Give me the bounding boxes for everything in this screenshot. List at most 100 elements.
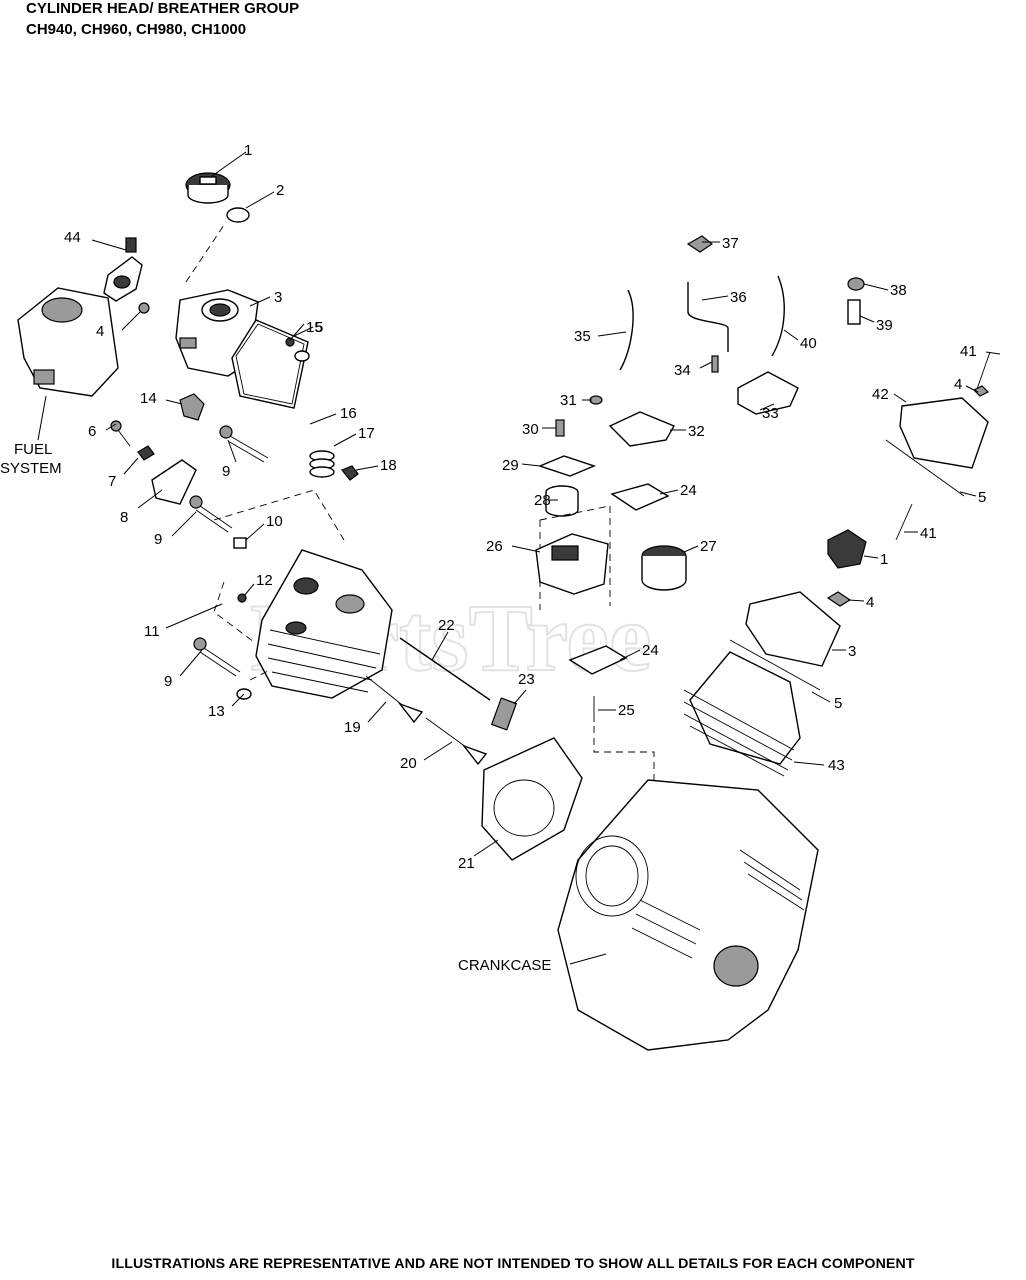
- screw-30-part: [555, 419, 565, 437]
- callout-28: 28: [534, 492, 551, 509]
- cylinder-head-right-part: [683, 651, 801, 777]
- breather-part: [179, 393, 205, 421]
- intake-valve-part: [365, 675, 424, 724]
- callout-12: 12: [256, 572, 273, 589]
- disclaimer-footer: ILLUSTRATIONS ARE REPRESENTATIVE AND ARE…: [111, 1256, 915, 1272]
- callout-3b: 3: [848, 643, 856, 660]
- nut-4-part: [972, 385, 990, 397]
- clamp-part: [686, 235, 714, 253]
- cylinder-head-part: [255, 549, 393, 699]
- callout-41b: 41: [920, 525, 937, 542]
- oil-fill-cap-part: [185, 172, 231, 204]
- dowel-part: [233, 537, 247, 549]
- screw-34-part: [711, 355, 719, 373]
- callout-22: 22: [438, 617, 455, 634]
- callout-7: 7: [108, 473, 116, 490]
- leader-lines: [37, 151, 1001, 965]
- callout-17: 17: [358, 425, 375, 442]
- callout-5: 5: [315, 319, 323, 336]
- fill-cap-right-part: [827, 529, 867, 569]
- breather-hose-part: [619, 289, 634, 371]
- callout-21: 21: [458, 855, 475, 872]
- gasket-strip-part: [885, 439, 965, 497]
- bolt-41-part: [895, 351, 991, 541]
- callout-4a: 4: [954, 376, 962, 393]
- callout-44: 44: [64, 229, 81, 246]
- breather-plate-part: [608, 411, 676, 447]
- crankcase-label: CRANKCASE: [458, 957, 551, 974]
- diagram-title: CYLINDER HEAD/ BREATHER GROUP: [26, 0, 300, 17]
- exploded-parts-diagram: PartsTree: [0, 142, 1001, 1051]
- exhaust-valve-part: [425, 717, 488, 766]
- fuel-system-label: FUEL: [14, 441, 52, 458]
- callout-14: 14: [140, 390, 157, 407]
- oil-filter-part: [641, 545, 687, 591]
- retainer-part: [341, 465, 359, 481]
- callout-20: 20: [400, 755, 417, 772]
- callout-25: 25: [618, 702, 635, 719]
- bolt-part: [110, 420, 131, 447]
- callout-34: 34: [674, 362, 691, 379]
- vent-hose-part: [771, 275, 785, 357]
- callout-3: 3: [274, 289, 282, 306]
- callout-5b: 5: [834, 695, 842, 712]
- callout-27: 27: [700, 538, 717, 555]
- push-rod-part: [399, 637, 491, 701]
- callout-13: 13: [208, 703, 225, 720]
- breather-tube-part: [687, 282, 729, 352]
- callout-9c: 9: [164, 673, 172, 690]
- valve-cover-lower-part: [745, 591, 841, 667]
- callout-1: 1: [244, 142, 252, 159]
- callout-33: 33: [762, 405, 779, 422]
- callout-24a: 24: [680, 482, 697, 499]
- valve-cover-right-part: [899, 397, 989, 469]
- bracket-part: [137, 445, 155, 461]
- callout-4: 4: [96, 323, 104, 340]
- filter-element-part: [545, 485, 579, 517]
- screw-part: [285, 337, 295, 347]
- model-list: CH940, CH960, CH980, CH1000: [26, 21, 247, 38]
- nut-part: [138, 302, 150, 314]
- breather-housing-part: [535, 533, 609, 595]
- callout-39: 39: [876, 317, 893, 334]
- crankcase-part: [557, 779, 819, 1051]
- callout-18: 18: [380, 457, 397, 474]
- callout-6: 6: [88, 423, 96, 440]
- callout-38: 38: [890, 282, 907, 299]
- callout-30: 30: [522, 421, 539, 438]
- nut-4b-part: [826, 591, 852, 607]
- callout-9b: 9: [154, 531, 162, 548]
- callout-19: 19: [344, 719, 361, 736]
- fill-adapter-part: [103, 237, 143, 302]
- washer-part: [294, 350, 310, 362]
- callout-15: 15: [306, 319, 323, 336]
- callout-4b: 4: [866, 594, 874, 611]
- callout-31: 31: [560, 392, 577, 409]
- head-gasket-part: [481, 737, 583, 861]
- breather-gasket-part: [610, 483, 670, 511]
- reed-part: [538, 455, 596, 477]
- fitting-part: [847, 299, 861, 325]
- fuel-system-cover-part: [17, 287, 119, 397]
- callout-42: 42: [872, 386, 889, 403]
- gasket-strip-lower-part: [729, 639, 821, 691]
- fuel-system-label-2: SYSTEM: [0, 460, 62, 477]
- callout-37: 37: [722, 235, 739, 252]
- callout-1b: 1: [880, 551, 888, 568]
- callout-43: 43: [828, 757, 845, 774]
- hose-clamp-part: [847, 277, 865, 291]
- callout-9a: 9: [222, 463, 230, 480]
- callout-29: 29: [502, 457, 519, 474]
- callout-5a: 5: [978, 489, 986, 506]
- callout-10: 10: [266, 513, 283, 530]
- callout-16: 16: [340, 405, 357, 422]
- callout-32: 32: [688, 423, 705, 440]
- breather-gasket-lower-part: [568, 645, 628, 675]
- callout-40: 40: [800, 335, 817, 352]
- callout-8: 8: [120, 509, 128, 526]
- lifter-part: [490, 697, 518, 731]
- spring-part: [309, 450, 335, 478]
- head-bolt-part: [189, 425, 269, 677]
- callout-2: 2: [276, 182, 284, 199]
- callout-35: 35: [574, 328, 591, 345]
